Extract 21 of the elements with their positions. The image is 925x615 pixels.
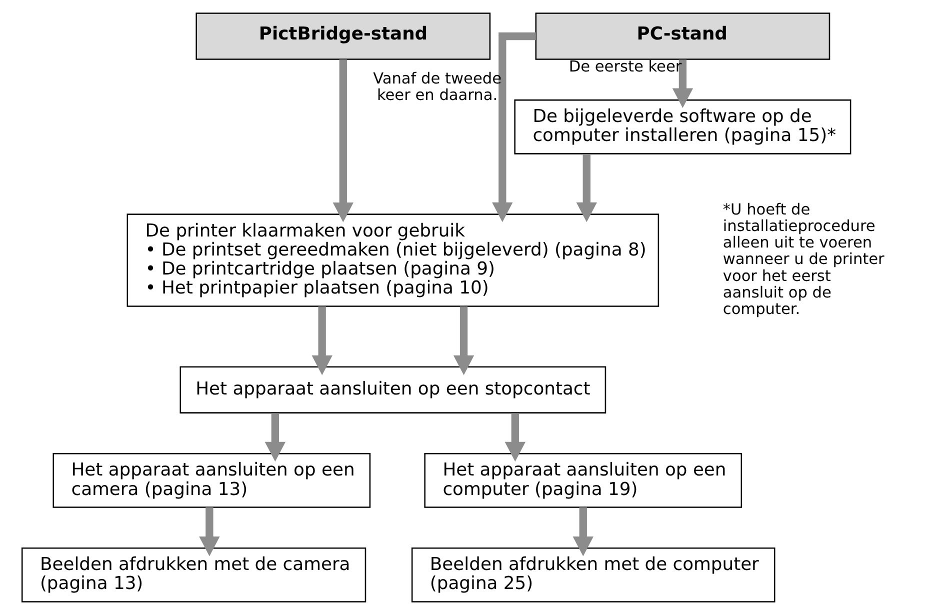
edge-label: De eerste keer [568, 58, 682, 76]
arrow [332, 59, 354, 222]
node-box: Het apparaat aansluiten op een camera (pagina 13) [52, 453, 371, 508]
node-box: Het apparaat aansluiten op een stopcontact [180, 366, 606, 414]
node-box: Beelden afdrukken met de camera (pagina 13) [21, 547, 366, 602]
node-box: PC-stand [535, 12, 830, 60]
node-box: Beelden afdrukken met de computer (pagina 25) [411, 547, 776, 602]
arrow [504, 413, 526, 462]
node-box: De printer klaarmaken voor gebruik • De printset gereedmaken (niet bijgeleverd) (pagina 8) • De printcartridge plaatsen (pagina 9) • Het printpapier plaatsen (pagina 10) [126, 214, 660, 307]
node-box: De bijgeleverde software op de computer installeren (pagina 15)* [514, 99, 852, 154]
edge-label: Vanaf de tweede keer en daarna. [373, 70, 502, 104]
arrow [312, 306, 332, 376]
node-box: Het apparaat aansluiten op een computer (pagina 19) [424, 453, 742, 508]
arrow [672, 60, 694, 108]
arrow [453, 306, 474, 376]
arrow [199, 507, 220, 556]
node-box: PictBridge-stand [196, 12, 491, 60]
arrow [572, 507, 594, 556]
arrow [576, 154, 597, 222]
label: *U hoeft de installatieprocedure alleen uit te voeren wanneer u de printer voor het eerst aansluit op de computer. [722, 200, 884, 318]
arrow [264, 413, 286, 462]
